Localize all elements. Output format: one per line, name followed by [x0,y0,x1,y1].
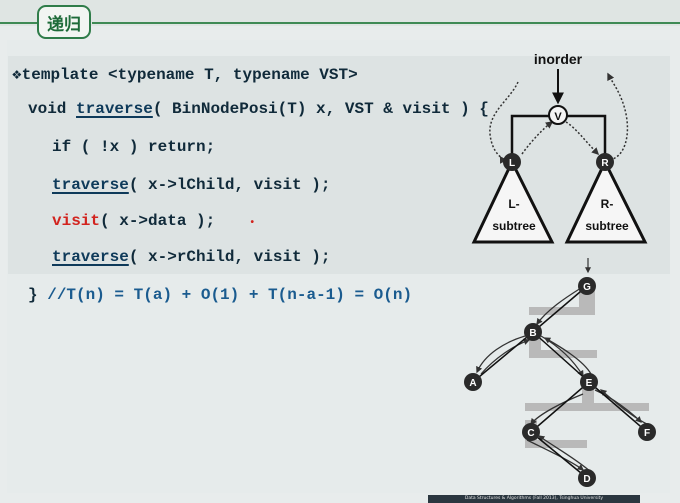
tree-node-g: G [578,277,596,295]
r-subtree-triangle [564,158,648,244]
code-line-5: visit( x->data );• [52,212,256,230]
l-subtree-label-2: subtree [492,219,536,233]
tree-node-e: E [580,373,598,391]
l-subtree-triangle [471,158,555,244]
svg-text:D: D [583,474,590,485]
svg-text:G: G [583,282,591,293]
section-title: 递归 [47,14,81,35]
tree-edges [472,285,648,479]
tree-node-b: B [524,323,542,341]
tree-node-a: A [464,373,482,391]
tree-node-d: D [578,469,596,487]
visit-call: visit [52,212,101,230]
traverse-right-call: traverse [52,248,129,266]
svg-text:E: E [586,378,593,389]
dotted-flow-right-out [607,72,629,161]
code-line-6: traverse( x->rChild, visit ); [52,248,331,266]
cursor-dot: • [249,218,256,229]
dotted-flow-v-to-r [565,121,600,156]
r-subtree-label-2: subtree [585,219,629,233]
complexity-comment: //T(n) = T(a) + O(1) + T(n-a-1) = O(n) [47,286,413,304]
node-r [596,153,614,171]
code-line-2: void traverse( BinNodePosi(T) x, VST & v… [28,100,489,118]
svg-text:A: A [469,378,476,389]
code-highlight-band [8,56,670,274]
dotted-flow-l-to-v [521,121,554,155]
diamond-bullet-icon: ❖ [12,66,22,84]
example-tree-diagram: G B A E C F D [464,258,656,487]
slide-header-bar [0,0,680,26]
node-v [548,105,568,125]
node-l [503,153,521,171]
header-rule [92,22,680,24]
header-rule-left [0,22,40,24]
svg-text:V: V [554,111,562,123]
footer-credit: Data Structures & Algorithms (Fall 2013)… [428,495,640,503]
code-line-4: traverse( x->lChild, visit ); [52,176,331,194]
section-title-tab: 递归 [37,5,91,39]
inorder-schema-diagram: inorder V L L- subtree R R- subtree [471,51,648,244]
tree-node-c: C [522,423,540,441]
code-line-7: } //T(n) = T(a) + O(1) + T(n-a-1) = O(n) [28,286,413,304]
svg-text:F: F [644,428,650,439]
svg-text:B: B [529,328,536,339]
svg-text:C: C [527,428,534,439]
dotted-flow-left-in [489,81,519,164]
svg-text:R: R [601,158,609,169]
r-subtree-label-1: R- [601,197,614,211]
projection-bars [525,283,649,448]
svg-text:L: L [509,158,515,169]
tree-node-f: F [638,423,656,441]
code-line-1: ❖template <typename T, typename VST> [12,66,358,84]
inorder-label: inorder [534,51,583,67]
traverse-function-name: traverse [76,100,153,118]
traverse-left-call: traverse [52,176,129,194]
l-subtree-label-1: L- [508,197,519,211]
code-line-3: if ( !x ) return; [52,138,216,156]
